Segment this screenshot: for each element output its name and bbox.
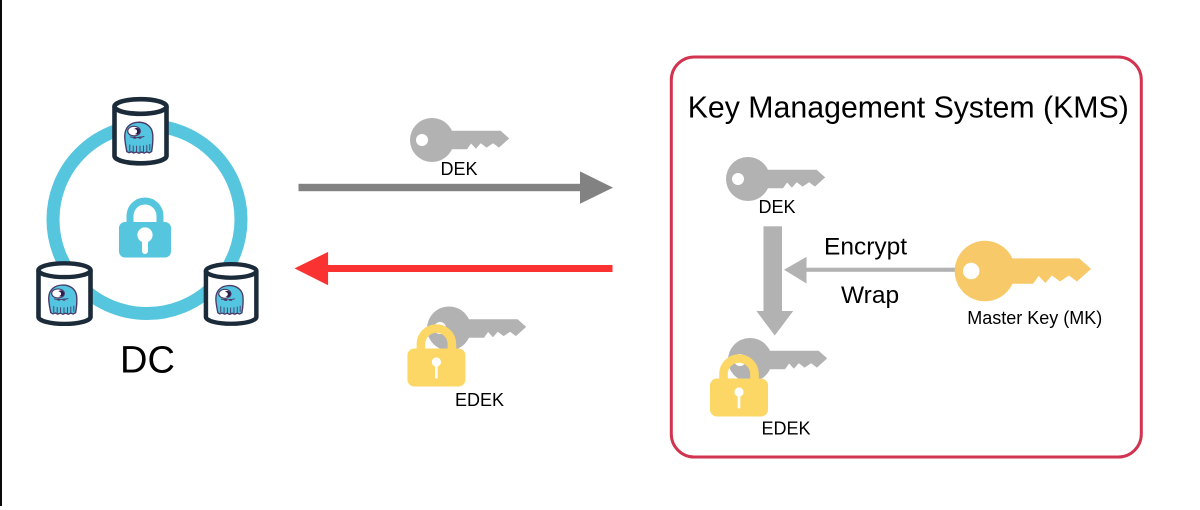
svg-text:EDEK: EDEK (761, 419, 810, 439)
svg-text:DC: DC (120, 340, 175, 382)
svg-text:EDEK: EDEK (455, 390, 504, 410)
svg-text:Encrypt: Encrypt (824, 234, 907, 261)
svg-text:DEK: DEK (440, 159, 477, 179)
svg-text:Wrap: Wrap (841, 282, 899, 309)
svg-text:Master Key (MK): Master Key (MK) (967, 308, 1102, 328)
svg-text:DEK: DEK (758, 197, 795, 217)
svg-text:Key Management System (KMS): Key Management System (KMS) (688, 92, 1129, 125)
